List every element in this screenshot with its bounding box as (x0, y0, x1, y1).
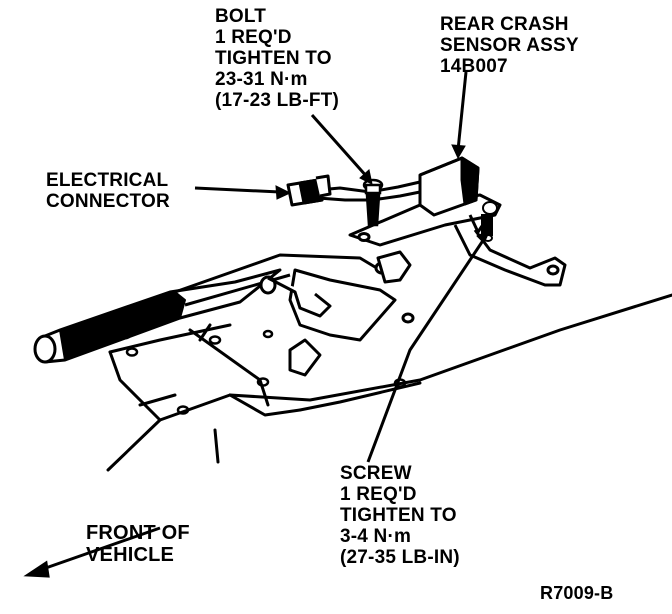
front-line-2: VEHICLE (86, 544, 175, 566)
screw-line-5: (27-35 LB-IN) (340, 547, 460, 568)
floor-holes (120, 329, 407, 415)
bolt-line-2: 1 REQ'D (215, 27, 292, 48)
bolt-line-3: TIGHTEN TO (215, 48, 332, 69)
bolt-line-4: 23-31 N·m (215, 69, 308, 90)
connector-callout: ELECTRICAL CONNECTOR (46, 170, 170, 212)
screw-line-3: TIGHTEN TO (340, 505, 457, 526)
crash-sensor-box (418, 156, 480, 217)
screw-line-1: SCREW (340, 463, 412, 484)
screw-callout: SCREW 1 REQ'D TIGHTEN TO 3-4 N·m (27-35 … (340, 463, 460, 568)
leader-arrowheads (275, 144, 492, 244)
handle-tube (33, 253, 381, 364)
connector-line-2: CONNECTOR (46, 191, 170, 212)
bolt-callout: BOLT 1 REQ'D TIGHTEN TO 23-31 N·m (17-23… (215, 6, 339, 111)
bolt (362, 178, 384, 227)
electrical-connector (286, 174, 332, 207)
leader-lines (194, 71, 488, 463)
sensor-line-3: 14B007 (440, 56, 508, 77)
sensor-line-2: SENSOR ASSY (440, 35, 579, 56)
connector-line-1: ELECTRICAL (46, 170, 169, 191)
floor-panel (106, 293, 672, 472)
bolt-line-1: BOLT (215, 6, 267, 27)
brake-bracket (259, 250, 415, 377)
front-line-1: FRONT OF (86, 522, 190, 544)
bolt-line-5: (17-23 LB-FT) (215, 90, 339, 111)
sensor-callout: REAR CRASH SENSOR ASSY 14B007 (440, 14, 579, 77)
screw-line-4: 3-4 N·m (340, 526, 412, 547)
figure-id: R7009-B (540, 583, 614, 603)
sensor-line-1: REAR CRASH (440, 14, 569, 35)
front-arrow (23, 526, 161, 578)
screw-line-2: 1 REQ'D (340, 484, 417, 505)
front-of-vehicle-label: FRONT OF VEHICLE (86, 522, 190, 566)
